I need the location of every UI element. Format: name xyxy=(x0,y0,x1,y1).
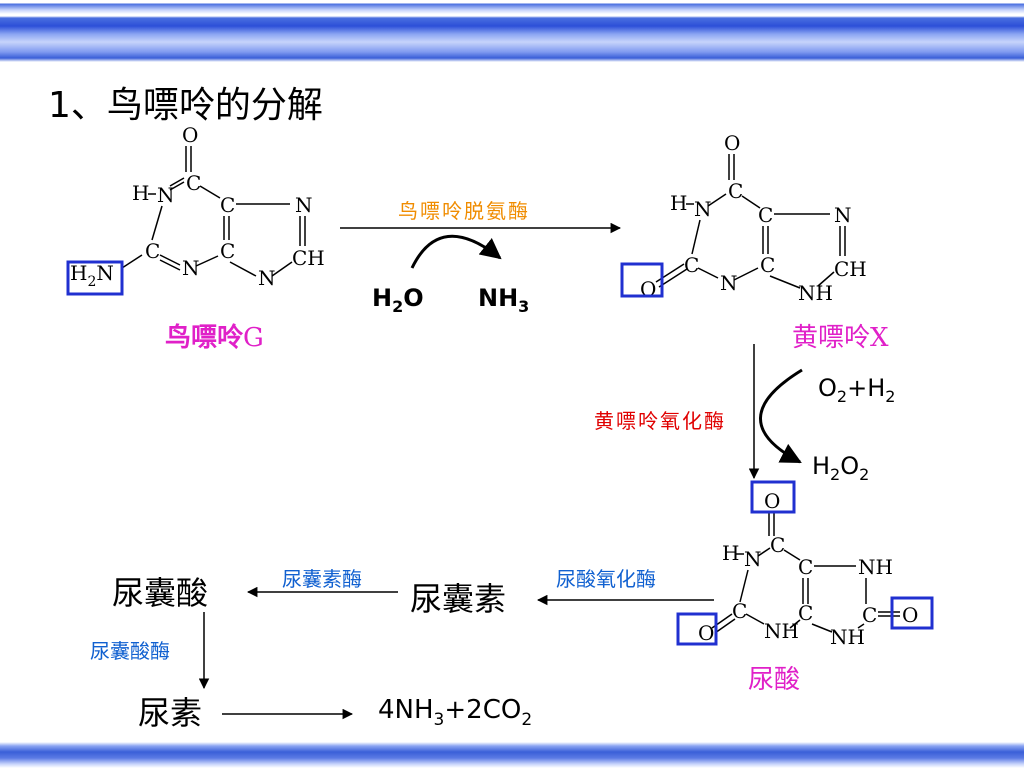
allantoic-acid-label: 尿囊酸 xyxy=(112,574,208,612)
ammonia-label: NH3 xyxy=(478,284,529,316)
highlight-box-left xyxy=(676,612,718,646)
svg-text:C: C xyxy=(798,601,813,625)
top-decor-band xyxy=(0,0,1024,62)
atom-h: H xyxy=(132,181,149,205)
svg-text:C: C xyxy=(732,599,747,623)
allantoin-label: 尿囊素 xyxy=(410,580,506,618)
svg-text:NH: NH xyxy=(858,555,893,579)
enzyme-allantoinase: 尿囊素酶 xyxy=(282,567,362,591)
slide-title: 1、鸟嘌呤的分解 xyxy=(48,85,323,126)
svg-text:C: C xyxy=(760,253,775,277)
svg-text:C: C xyxy=(862,603,877,627)
bottom-decor-band xyxy=(0,742,1024,768)
uric-acid-structure: O H N C C NH C NH C NH C O O xyxy=(676,480,934,649)
guanine-structure: O H N C C N C N C N CH H2N xyxy=(66,123,325,296)
atom-n3: N xyxy=(182,256,200,280)
final-products: 4NH3+2CO2 xyxy=(378,695,532,730)
uric-acid-label: 尿酸 xyxy=(748,665,800,695)
reaction1-curve xyxy=(410,234,502,269)
xanthine-label: 黄嘌呤X xyxy=(792,323,889,353)
enzyme-xanthine-oxidase: 黄嘌呤氧化酶 xyxy=(594,409,726,433)
svg-text:C: C xyxy=(770,533,785,557)
svg-text:C: C xyxy=(798,555,813,579)
svg-text:N: N xyxy=(834,203,852,227)
svg-text:O: O xyxy=(698,621,714,645)
enzyme-guanine-deaminase: 鸟嘌呤脱氨酶 xyxy=(398,199,530,223)
svg-text:NH: NH xyxy=(798,281,833,305)
atom-o: O xyxy=(182,123,198,147)
atom-n9: N xyxy=(258,266,276,290)
svg-text:H: H xyxy=(670,191,687,215)
highlight-box-top xyxy=(750,480,796,514)
svg-text:NH: NH xyxy=(764,619,799,643)
atom-n7: N xyxy=(295,193,313,217)
svg-text:H2N: H2N xyxy=(70,261,114,290)
svg-text:N: N xyxy=(744,547,762,571)
highlight-box-oxo xyxy=(620,262,664,298)
svg-text:CH: CH xyxy=(834,257,867,281)
enzyme-urate-oxidase: 尿酸氧化酶 xyxy=(556,567,656,591)
atom-ch8: CH xyxy=(292,246,325,270)
svg-text:H: H xyxy=(722,541,739,565)
xanthine-structure: O H N C C N C N C NH CH O xyxy=(620,131,867,305)
svg-text:N: N xyxy=(694,197,712,221)
atom-n1: N xyxy=(157,183,175,207)
atom-c6: C xyxy=(186,171,201,195)
water-label: H2O xyxy=(372,284,424,316)
guanine-label: 鸟嘌呤G xyxy=(165,322,264,353)
atom-c2: C xyxy=(145,239,160,263)
svg-text:O: O xyxy=(724,131,740,155)
peroxide-label: H2O2 xyxy=(812,452,869,484)
highlight-box-right xyxy=(890,596,934,630)
enzyme-allantoicase: 尿囊酸酶 xyxy=(90,639,170,663)
oxygen-hydrogen-label: O2+H2 xyxy=(818,374,895,406)
urea-label: 尿素 xyxy=(138,694,202,732)
svg-text:O: O xyxy=(902,603,918,627)
svg-text:C: C xyxy=(758,203,773,227)
svg-text:C: C xyxy=(684,253,699,277)
reaction2-curve xyxy=(759,368,803,464)
atom-c5: C xyxy=(220,193,235,217)
highlight-box-amino xyxy=(66,260,124,296)
atom-c4: C xyxy=(220,239,235,263)
svg-text:O: O xyxy=(764,489,780,513)
svg-text:NH: NH xyxy=(830,625,865,649)
svg-text:N: N xyxy=(720,271,738,295)
svg-text:C: C xyxy=(728,179,743,203)
